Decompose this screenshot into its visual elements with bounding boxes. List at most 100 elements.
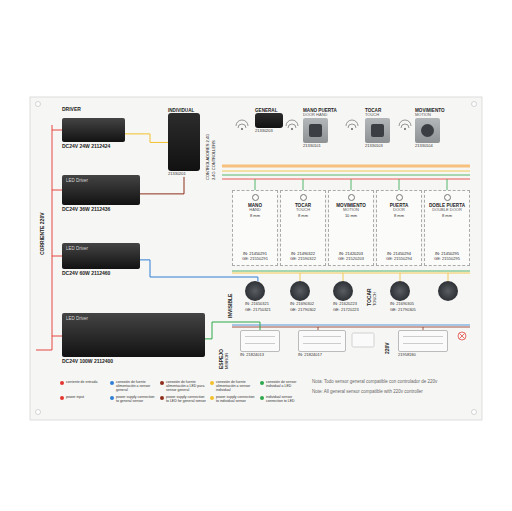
bus-wire [255,179,447,190]
invisible-sensor: IN: 21650321GE: 21750321 [245,281,271,312]
wire-connector [140,177,184,194]
legend-text: conexión de sensor individual a LED [266,380,308,388]
bus-wire [232,271,470,272]
legend-swatch [260,381,264,385]
led-driver-body [62,118,125,142]
legend-swatch [160,396,164,400]
led-strip [222,166,470,167]
led-driver: LED DriverDC24V 36W 2112436 [62,175,140,213]
sensor-card: DOBLE PUERTADOUBLE DOOR8 mmIN: 21450295G… [424,190,470,266]
board-panel [30,97,482,420]
part-code: IN: 21824017 [298,353,346,358]
sensor-card-body [444,194,451,201]
invisible-sensor-body [390,281,458,301]
driver-label: DC24V 60W 2112460 [62,271,140,277]
legend-swatch [260,396,264,400]
part-code: 21330201 [168,172,200,177]
legend-swatch [210,396,214,400]
sensor-card-body [396,194,403,201]
legend-text: power input [66,395,108,399]
board-panel [30,97,482,420]
legend-swatch [110,381,114,385]
part-code: 21330101 [303,144,337,149]
invisible-sensor: IN: 21620223GE: 21720223 [333,281,359,312]
driver-label: DC24V 24W 2112424 [62,144,125,150]
remote-switch-body [303,118,328,143]
part-code: GE: 21590322 [290,257,316,262]
bus-wire [232,273,470,274]
row-label: MIRROR [225,353,230,369]
remote-switch-body [415,118,440,143]
legend-text: power supply connection to LED for gener… [166,395,208,403]
mirror-sensor: IN: 21824017 [298,330,346,358]
invisible-sensor: IN: 21690302GE: 21790302 [290,281,316,312]
part-code: IN: 21450294 [387,252,411,257]
legend-entry: power input [60,395,108,400]
legend-text: conexión de fuente alimentación a sensor… [116,380,158,392]
group-label: CONTROLADORES 2.4G [206,134,211,180]
mirror-sensor-body [298,330,346,352]
legend-entry: power supply connection to individual se… [210,395,258,403]
legend-text: individual sensor connection to LED [266,395,308,403]
device-label: LED Driver [62,175,140,186]
heading: GENERAL [255,108,283,113]
part-code: 21330203 [255,129,283,134]
led-driver: DC24V 24W 2112424 [62,118,125,150]
part-code: GE: 21520203 [338,257,364,262]
board-panel [36,102,41,107]
legend-text: power supply connection to individual se… [216,395,258,403]
legend-text: corriente de entrada [66,380,108,384]
part-code: GE: 21750321 [245,308,271,313]
wireless-icon [404,128,405,129]
legend-entry: power supply connection to general senso… [110,395,158,403]
mirror-sensor: IN: 21824013 [240,330,280,358]
remote-switch: MANO PUERTADOOR HAND21330101 [303,108,337,148]
subheading: MOTION [415,113,445,118]
switch-220v-body [398,330,448,352]
wireless-icon [351,128,352,129]
legend-entry: conexión de fuente alimentación a LED pa… [160,380,208,392]
wireless-icon [236,120,248,128]
bus-wire [300,273,448,281]
wireless-icon [286,120,298,128]
legend-swatch [160,381,164,385]
sensor-card: TOCARTOUCH8 mmIN: 21490322GE: 21590322 [280,190,326,266]
subheading: TOUCH [365,113,390,118]
column-heading: DRIVER [62,107,81,113]
legend-entry: conexión de sensor individual a LED [260,380,308,388]
legend-entry: individual sensor connection to LED [260,395,308,403]
legend-text: conexión de fuente alimentación a sensor… [216,380,258,392]
note: Note: All general sensor compatible with… [312,389,423,394]
legend-swatch [60,381,64,385]
led-driver-body: LED Driver [62,175,140,205]
sensor-pad [438,281,458,301]
size-label: 8 mm [442,214,452,219]
part-code: GE: 21720223 [333,308,359,313]
bus-wire [222,175,470,176]
mirror-sensor-body [240,330,280,352]
sensor-module [352,333,374,347]
sensor-card-body [252,194,259,201]
driver-label: DC24V 36W 2112436 [62,207,140,213]
device-label: LED Driver [62,313,205,324]
part-code: IN: 21420203 [339,252,363,257]
sensor-card-body [348,194,355,201]
sensor-card: MOVIMIENTOMOTION10 mmIN: 21420203GE: 215… [328,190,374,266]
legend-entry: conexión de fuente alimentación a sensor… [110,380,158,392]
row-label: INVISIBLE [228,294,234,318]
subheading: DOOR HAND [303,113,337,118]
bus-wire [222,171,470,330]
subheading: DOOR [393,208,405,213]
legend-swatch [60,396,64,400]
invisible-sensor-body [245,281,265,301]
part-code: IN: 21690305 [390,302,458,307]
power-wire [52,130,62,336]
subheading: HAND [249,208,260,213]
invisible-sensor-body [333,281,353,301]
wire-connector [125,134,168,143]
sensor-module [352,333,374,347]
part-code: IN: 21650321 [245,302,271,307]
row-label: TOCAR [367,288,373,306]
individual-controller: INDIVIDUAL21330201 [168,108,200,177]
remote-switch: TOCARTOUCH21330103 [365,108,390,148]
